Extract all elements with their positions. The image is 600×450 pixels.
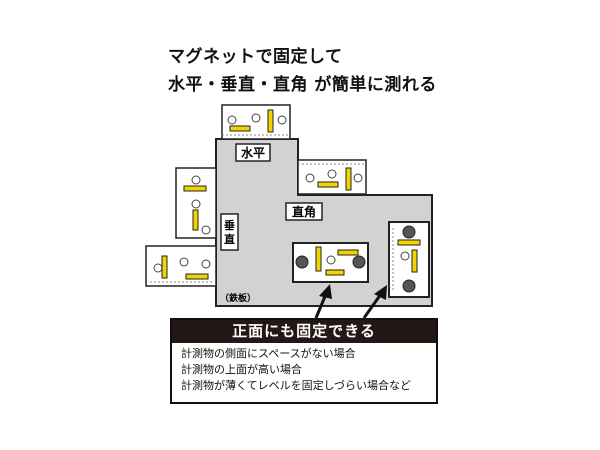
arrow-left	[314, 284, 332, 319]
level-top	[221, 104, 291, 140]
level-left-upper	[175, 167, 217, 239]
label-horizontal: 水平	[235, 143, 271, 162]
svg-text:直角: 直角	[292, 204, 316, 219]
note-item-2: 計測物の上面が高い場合	[181, 363, 302, 376]
label-vertical: 垂直	[220, 213, 239, 251]
level-front-vertical	[388, 221, 430, 298]
headline-line-2: 水平・垂直・直角 が簡単に測れる	[168, 75, 437, 95]
svg-text:水平: 水平	[241, 145, 265, 160]
note-list: 計測物の側面にスペースがない場合 計測物の上面が高い場合 計測物が薄くてレベルを…	[181, 346, 436, 394]
note-heading: 正面にも固定できる	[172, 320, 436, 343]
level-front-horizontal	[292, 242, 369, 283]
headline-line-1: マグネットで固定して	[168, 47, 343, 67]
label-vertical-char: 直	[224, 232, 235, 246]
label-right-angle: 直角	[285, 202, 323, 221]
label-iron-plate: （鉄板）	[220, 292, 256, 304]
note-item-3: 計測物が薄くてレベルを固定しづらい場合など	[181, 379, 412, 392]
note-item-1: 計測物の側面にスペースがない場合	[181, 347, 356, 360]
label-vertical-text: 垂直	[224, 218, 235, 246]
arrow-right	[362, 285, 387, 319]
front-mount-note: 正面にも固定できる 計測物の側面にスペースがない場合 計測物の上面が高い場合 計…	[170, 318, 438, 404]
label-vertical-char: 垂	[224, 218, 235, 232]
iron-plate	[215, 138, 433, 307]
level-right-angle	[297, 159, 367, 195]
level-left-lower	[145, 245, 217, 287]
